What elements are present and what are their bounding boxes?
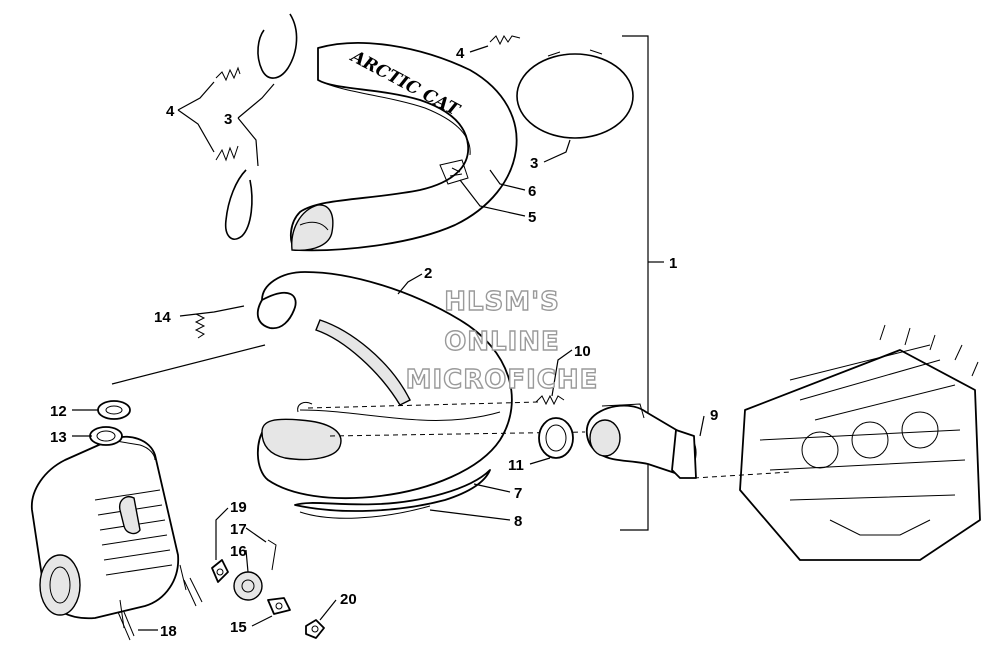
callout-20: 20 [340,591,357,608]
spring-4b [215,145,239,162]
spring-10 [535,394,565,406]
callout-15: 15 [230,619,247,636]
leader-lines [72,45,705,631]
engine-block [693,324,981,561]
callout-6: 6 [528,183,536,200]
callout-16: 16 [230,543,247,560]
watermark: HLSM'S ONLINE MICROFICHE [405,286,599,395]
callout-5: 5 [528,209,536,226]
muffler-grommet-12 [97,400,131,420]
callout-18: 18 [160,623,177,640]
muffler[interactable] [31,435,187,629]
retaining-chain-left [224,169,253,240]
alignment-line-b [329,431,586,437]
muffler-bolt-18 [117,577,203,641]
callout-12: 12 [50,403,67,420]
bushing-15 [267,597,291,615]
callout-2: 2 [424,265,432,282]
muffler-outlet-gasket [89,426,123,446]
exhaust-manifold[interactable] [585,403,697,479]
spring-4a [215,66,241,82]
alignment-line-a [307,401,541,409]
retaining-ring-right [516,49,634,139]
callout-10: 10 [574,343,591,360]
heat-shield-upper[interactable] [289,42,518,252]
callout-4-top: 4 [456,45,465,62]
callout-14: 14 [154,309,171,326]
callout-3-right: 3 [530,155,538,172]
callout-17: 17 [230,521,247,538]
callout-19: 19 [230,499,247,516]
spring-4c [489,35,521,46]
watermark-line-1: HLSM'S [444,287,560,317]
pipe-guard-lower [294,469,491,519]
assembly-bracket [620,35,664,531]
retaining-chain-top-left [257,13,298,79]
gasket-ring [538,417,574,459]
expansion-chamber[interactable] [256,271,513,500]
callout-11: 11 [508,457,524,474]
callout-13: 13 [50,429,67,446]
nut-20 [305,619,325,639]
callout-4-left: 4 [166,103,175,120]
grommet-16 [233,571,263,601]
washer-19 [211,559,229,583]
callout-1: 1 [669,255,677,272]
watermark-line-2: ONLINE [444,327,560,357]
callout-9: 9 [710,407,718,424]
callout-3-left: 3 [224,111,232,128]
alignment-line-c [111,344,266,385]
callout-7: 7 [514,485,522,502]
callout-8: 8 [514,513,522,530]
pin-17 [267,539,277,571]
callout-labels: 1 2 3 3 4 4 5 6 7 8 9 10 11 12 13 14 15 … [50,45,718,640]
watermark-line-3: MICROFICHE [406,365,599,395]
spring-14 [194,313,206,339]
